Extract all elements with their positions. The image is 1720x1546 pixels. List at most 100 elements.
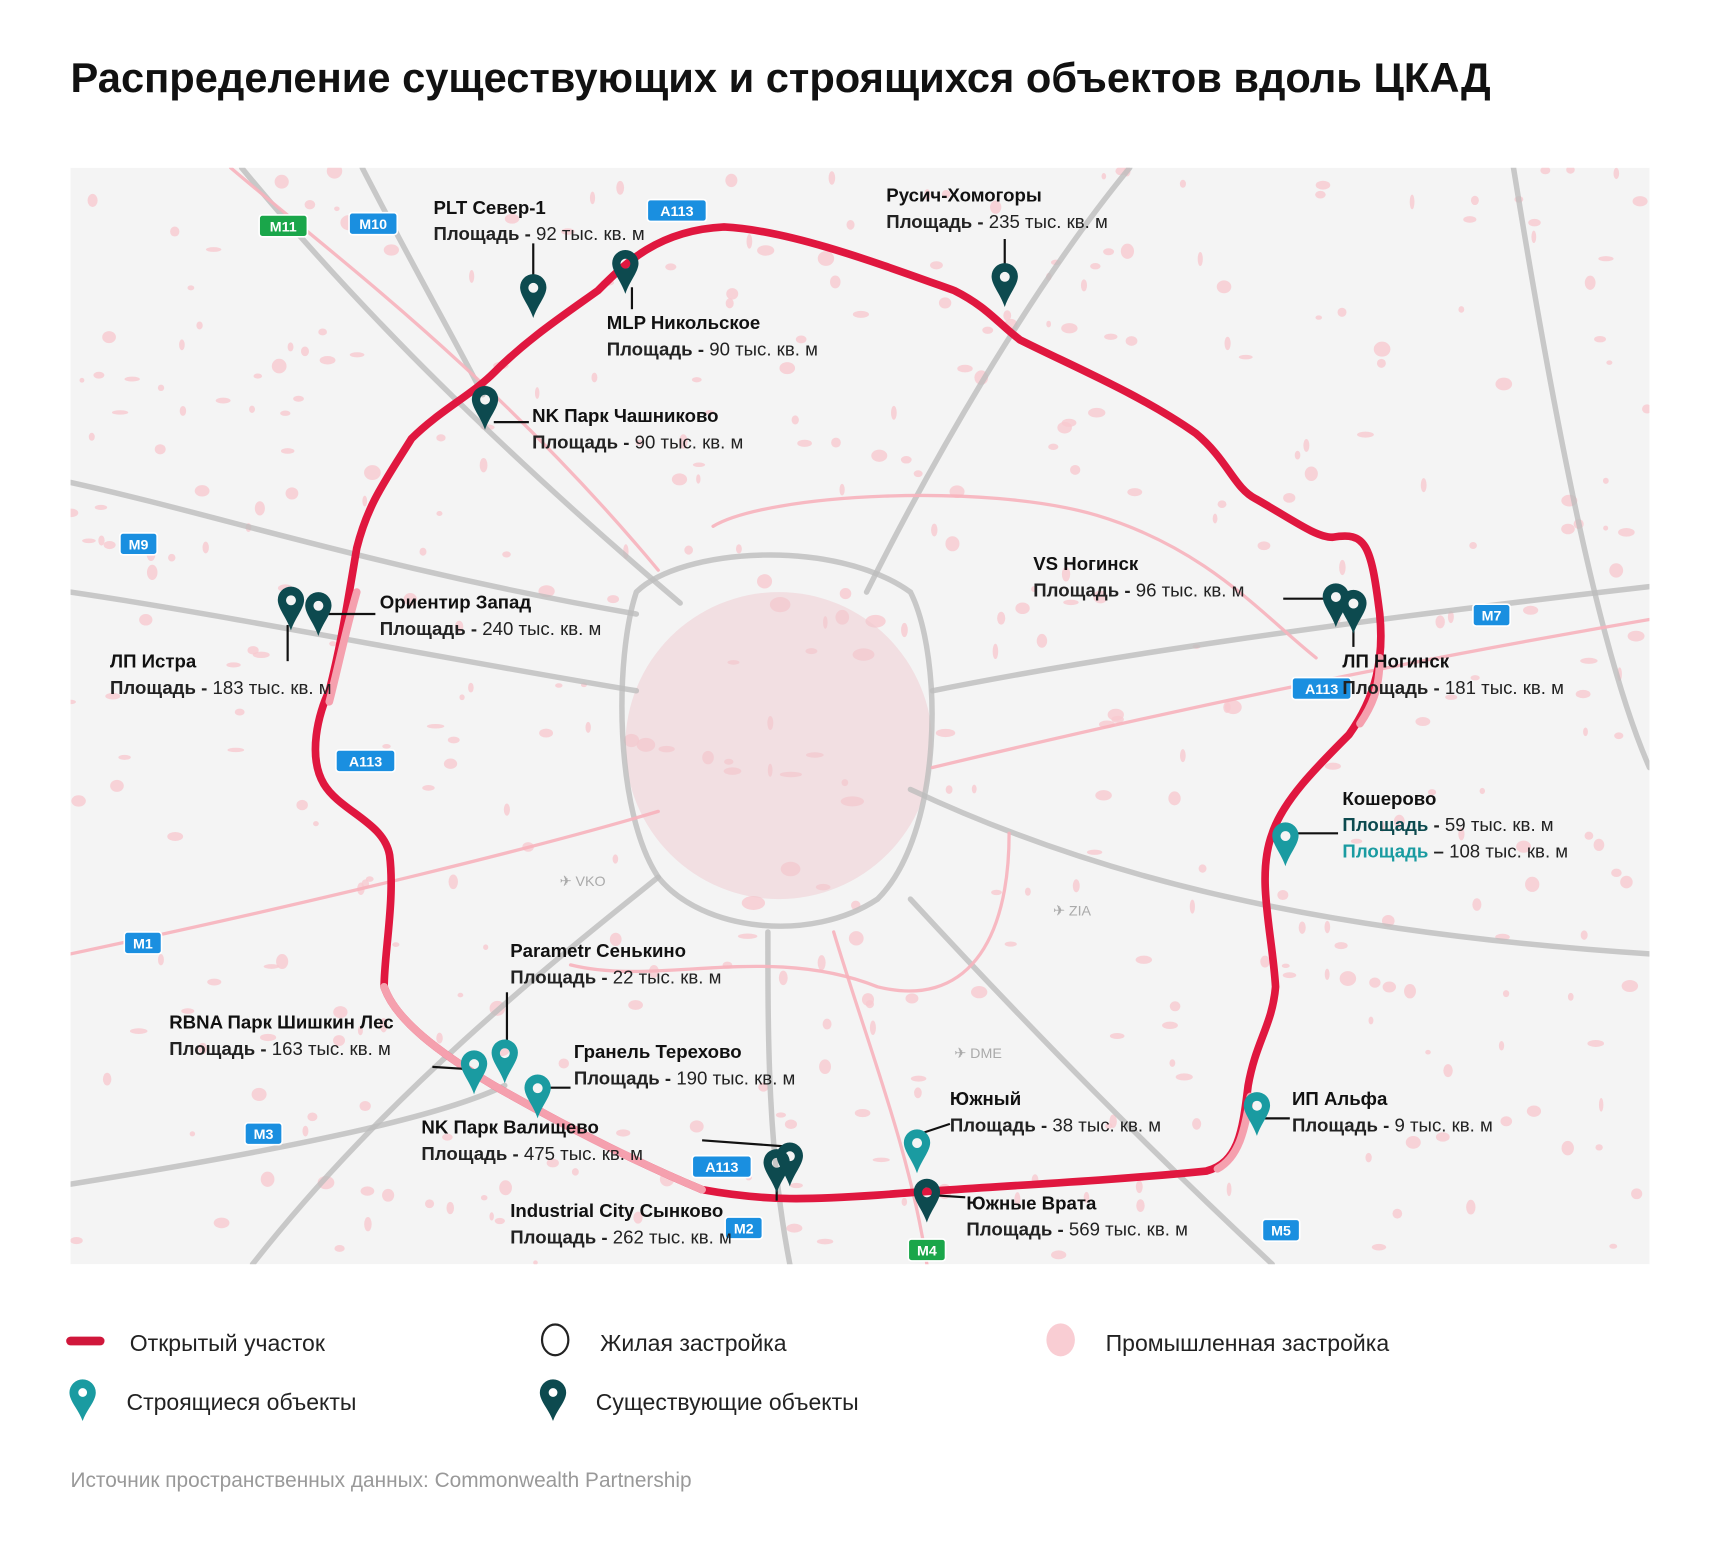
industrial-area xyxy=(494,1217,505,1225)
industrial-area xyxy=(1609,1243,1618,1249)
industrial-area xyxy=(102,1072,112,1086)
existing-marker-pin-icon xyxy=(277,586,305,631)
industrial-area xyxy=(103,540,116,550)
moscow-core xyxy=(625,592,933,900)
shield-text: A113 xyxy=(660,204,693,220)
road xyxy=(1510,167,1650,771)
industrial-area xyxy=(280,410,291,416)
industrial-area xyxy=(726,288,739,300)
industrial-area xyxy=(1197,251,1203,266)
industrial-area xyxy=(612,854,619,864)
industrial-area xyxy=(300,346,309,357)
industrial-area xyxy=(692,462,706,467)
industrial-area xyxy=(94,504,108,510)
industrial-area xyxy=(1315,180,1331,190)
industrial-area xyxy=(1382,981,1397,993)
industrial-area xyxy=(779,362,796,375)
area-separator: - xyxy=(1428,814,1445,835)
industrial-area xyxy=(364,1216,372,1232)
industrial-area xyxy=(609,932,622,947)
industrial-area xyxy=(1216,280,1232,294)
industrial-area xyxy=(447,736,460,744)
area-label: Площадь xyxy=(380,618,466,639)
industrial-area xyxy=(789,1182,803,1189)
industrial-area xyxy=(326,167,343,179)
industrial-area xyxy=(1445,694,1458,700)
industrial-area xyxy=(469,269,475,283)
existing-marker-pin-icon xyxy=(471,385,499,430)
route-shield-m10: M10 xyxy=(348,211,399,236)
construction-marker-pin-icon xyxy=(1272,822,1299,867)
area-value: 183 тыс. кв. м xyxy=(213,677,332,698)
industrial-area xyxy=(181,1008,195,1014)
construction-marker-pin-icon xyxy=(1243,1092,1271,1136)
industrial-area xyxy=(1606,360,1613,365)
road xyxy=(228,167,660,572)
leader-line xyxy=(432,1065,468,1071)
industrial-area xyxy=(1580,930,1588,940)
area-value: 90 тыс. кв. м xyxy=(635,431,744,452)
industrial-area xyxy=(816,1238,834,1245)
industrial-area xyxy=(865,1000,874,1009)
industrial-area xyxy=(110,779,124,792)
area-separator: - xyxy=(1036,1115,1053,1136)
industrial-area xyxy=(585,721,591,733)
industrial-area xyxy=(757,245,775,256)
industrial-area xyxy=(735,544,742,554)
industrial-area xyxy=(459,694,465,701)
industrial-area xyxy=(179,339,185,351)
industrial-area xyxy=(1168,791,1181,806)
industrial-area xyxy=(102,331,116,344)
industrial-area xyxy=(213,1217,230,1229)
area-value: 181 тыс. кв. м xyxy=(1445,677,1564,698)
road xyxy=(568,831,1011,993)
industrial-area xyxy=(628,1000,643,1010)
industrial-area xyxy=(234,708,245,716)
industrial-area xyxy=(205,247,222,252)
shield-background xyxy=(1472,603,1512,627)
industrial-area xyxy=(422,785,435,791)
markers xyxy=(277,249,1367,1223)
industrial-area xyxy=(70,508,79,518)
industrial-area xyxy=(1525,876,1540,892)
route-shield-m2: M2 xyxy=(724,1216,764,1240)
industrial-area xyxy=(207,978,222,986)
industrial-area xyxy=(1580,657,1598,664)
industrial-area xyxy=(1609,563,1624,578)
industrial-area xyxy=(1282,972,1297,979)
industrial-area xyxy=(1072,879,1080,893)
industrial-area xyxy=(1086,849,1103,855)
airport-label: ✈ ZIA xyxy=(1053,904,1092,920)
industrial-area xyxy=(1048,443,1059,450)
industrial-area xyxy=(362,495,368,507)
legend-label: Открытый участок xyxy=(130,1330,326,1356)
industrial-area xyxy=(392,942,400,948)
industrial-area xyxy=(830,275,841,289)
marker-name: Русич-Хомогоры xyxy=(886,185,1042,206)
industrial-area xyxy=(1061,566,1071,582)
industrial-area xyxy=(786,1223,803,1233)
industrial-area xyxy=(1224,700,1242,715)
industrial-area xyxy=(910,1075,927,1082)
area-separator: - xyxy=(596,967,613,988)
industrial-area xyxy=(992,643,999,660)
industrial-area xyxy=(1575,689,1591,699)
dark-pin-icon xyxy=(539,1379,567,1422)
circle-outline-icon xyxy=(540,1323,570,1357)
marker-name: Ориентир Запад xyxy=(380,592,532,613)
construction-marker-pin-icon xyxy=(524,1074,551,1119)
industrial-area xyxy=(360,1186,375,1196)
area-label: Площадь xyxy=(1292,1115,1378,1136)
shield-text: A113 xyxy=(1305,682,1338,698)
industrial-area xyxy=(914,1087,922,1099)
area-separator: - xyxy=(618,431,635,452)
area-separator: - xyxy=(255,1038,272,1059)
industrial-area xyxy=(691,377,702,383)
industrial-area xyxy=(1627,630,1645,642)
ckad-section-light xyxy=(380,982,706,1194)
industrial-area xyxy=(318,328,327,336)
marker-area: Площадь - 190 тыс. кв. м xyxy=(574,1067,796,1088)
